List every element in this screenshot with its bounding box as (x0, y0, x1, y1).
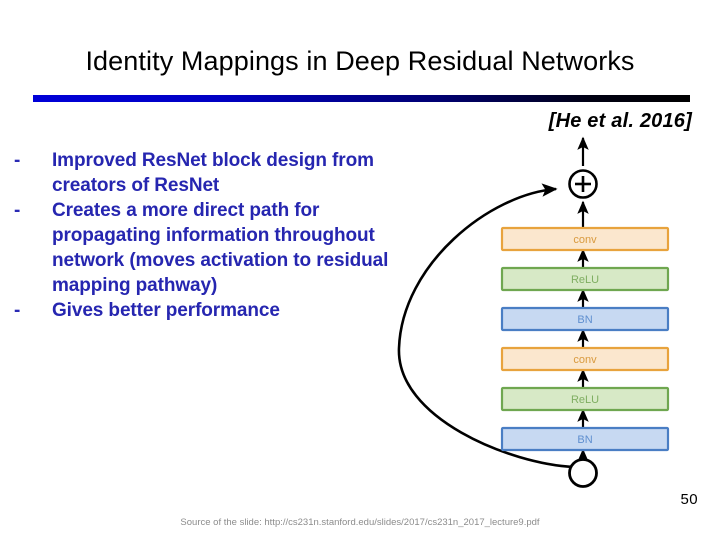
bullet-text: Creates a more direct path for propagati… (52, 200, 389, 296)
diagram-block-conv-bottom (500, 346, 670, 372)
diagram-block-conv-top (500, 226, 670, 252)
diagram-block-bn-top (500, 306, 670, 332)
diagram-block-label: ReLU (571, 274, 599, 286)
page-title: Identity Mappings in Deep Residual Netwo… (85, 46, 635, 76)
bullet-text: Gives better performance (52, 300, 280, 321)
list-item: - Creates a more direct path for propaga… (14, 198, 426, 298)
diagram-block-relu-bottom (500, 386, 670, 412)
bullet-marker-icon: - (14, 150, 21, 171)
residual-block-diagram: conv ReLU BN conv ReLU BN (390, 128, 690, 498)
diagram-block-label: BN (577, 314, 592, 326)
diagram-block-relu-top (500, 266, 670, 292)
title-divider-rule (33, 95, 690, 102)
bullet-marker-icon: - (14, 200, 21, 221)
diagram-block-label: ReLU (571, 394, 599, 406)
bullet-text: Improved ResNet block design from creato… (52, 150, 374, 196)
skip-connection-arc (397, 183, 575, 469)
bullet-marker-icon: - (14, 300, 21, 321)
diagram-block-label: BN (577, 434, 592, 446)
diagram-block-bn-bottom (500, 426, 670, 452)
bullet-list: - Improved ResNet block design from crea… (14, 148, 426, 323)
page-number: 50 (680, 491, 698, 508)
input-node-icon (568, 458, 598, 488)
list-item: - Improved ResNet block design from crea… (14, 148, 426, 198)
list-item: - Gives better performance (14, 298, 426, 323)
footer-source-text: Source of the slide: http://cs231n.stanf… (180, 517, 540, 528)
diagram-block-label: conv (573, 354, 597, 366)
citation-label: [He et al. 2016] (548, 110, 692, 132)
diagram-block-label: conv (573, 234, 597, 246)
